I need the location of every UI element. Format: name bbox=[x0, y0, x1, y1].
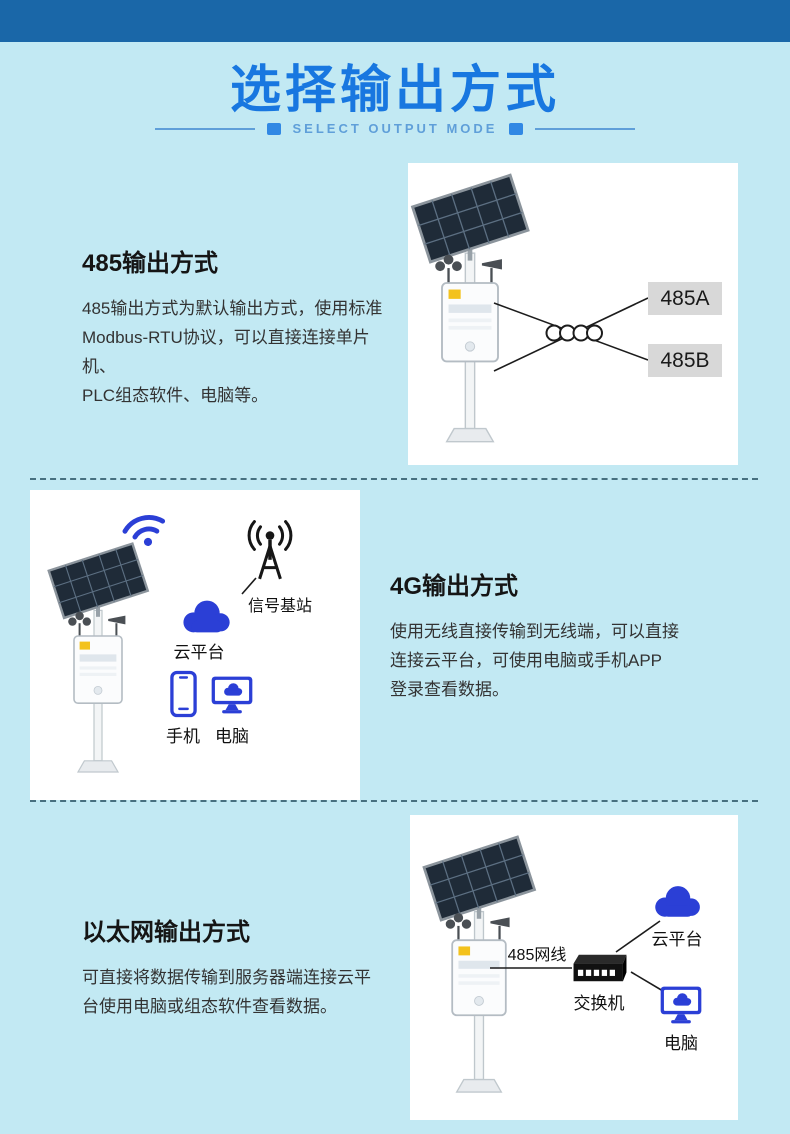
section-4g-heading: 4G输出方式 bbox=[390, 573, 519, 600]
page-subtitle-row: SELECT OUTPUT MODE bbox=[0, 121, 790, 136]
page-subtitle: SELECT OUTPUT MODE bbox=[292, 121, 498, 136]
label-switch: 交换机 bbox=[573, 994, 625, 1013]
weather-station-icon bbox=[38, 540, 158, 780]
label-computer: 电脑 bbox=[664, 1034, 698, 1053]
section-485-figure: 485A 485B bbox=[408, 163, 738, 465]
cloud-icon bbox=[178, 596, 236, 636]
network-switch-icon bbox=[570, 951, 630, 985]
signal-tower-icon bbox=[244, 514, 296, 590]
section-ethernet-description: 可直接将数据传输到服务器端连接云平 台使用电脑或组态软件查看数据。 bbox=[82, 968, 371, 1016]
section-485-heading: 485输出方式 bbox=[82, 250, 219, 277]
subtitle-square-left bbox=[266, 122, 281, 135]
subtitle-rule-right bbox=[535, 127, 636, 130]
label-computer: 电脑 bbox=[215, 727, 249, 746]
section-ethernet-heading: 以太网输出方式 bbox=[82, 919, 250, 946]
cloud-icon bbox=[650, 881, 706, 921]
label-485a: 485A bbox=[648, 282, 722, 315]
dashed-divider-2 bbox=[30, 800, 758, 802]
dashed-divider-1 bbox=[30, 478, 758, 480]
subtitle-square-right bbox=[509, 122, 524, 135]
label-base-station: 信号基站 bbox=[247, 598, 312, 615]
label-485-cable: 485网线 bbox=[507, 947, 567, 964]
section-485-description: 485输出方式为默认输出方式，使用标准 Modbus-RTU协议，可以直接连接单… bbox=[82, 299, 383, 405]
weather-station-icon bbox=[400, 171, 540, 451]
label-cloud-platform: 云平台 bbox=[173, 643, 225, 662]
section-4g-textblock: 4G输出方式 使用无线直接传输到无线端，可以直接 连接云平台，可使用电脑或手机A… bbox=[390, 566, 706, 704]
label-485b: 485B bbox=[648, 344, 722, 377]
section-ethernet-textblock: 以太网输出方式 可直接将数据传输到服务器端连接云平 台使用电脑或组态软件查看数据… bbox=[82, 912, 404, 1021]
wifi-icon bbox=[113, 500, 174, 554]
monitor-icon bbox=[211, 675, 253, 715]
label-cloud-platform: 云平台 bbox=[651, 930, 703, 949]
label-phone: 手机 bbox=[166, 727, 200, 746]
section-485-textblock: 485输出方式 485输出方式为默认输出方式，使用标准 Modbus-RTU协议… bbox=[82, 243, 398, 410]
page-title: 选择输出方式 bbox=[229, 61, 560, 118]
section-4g-figure: 信号基站 云平台 手机 电脑 bbox=[30, 490, 360, 800]
subtitle-rule-left bbox=[154, 127, 255, 130]
top-banner bbox=[0, 0, 790, 42]
monitor-icon bbox=[660, 985, 702, 1025]
twisted-pair-coil-icon bbox=[545, 324, 603, 342]
weather-station-icon bbox=[412, 833, 546, 1101]
section-4g-description: 使用无线直接传输到无线端，可以直接 连接云平台，可使用电脑或手机APP 登录查看… bbox=[390, 622, 679, 699]
smartphone-icon bbox=[169, 670, 198, 718]
section-ethernet-figure: 485网线 交换机 云平台 电脑 bbox=[410, 815, 738, 1120]
